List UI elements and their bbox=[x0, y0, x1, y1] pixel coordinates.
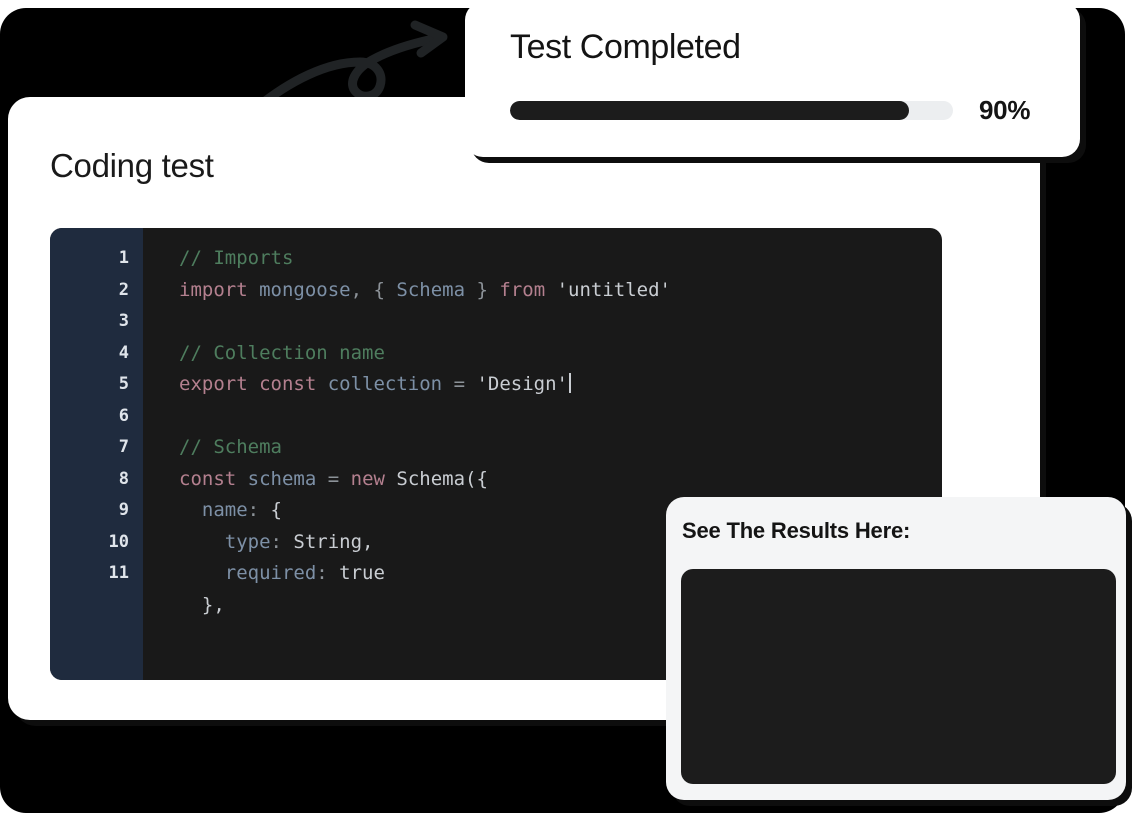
progress-fill bbox=[510, 100, 909, 120]
code-line[interactable]: name: { bbox=[179, 495, 942, 527]
code-line[interactable]: const schema = new Schema({ bbox=[179, 464, 942, 496]
code-token: export const bbox=[179, 373, 317, 395]
line-number: 9 bbox=[118, 500, 129, 520]
results-card: See The Results Here: bbox=[666, 497, 1126, 800]
line-number: 7 bbox=[118, 437, 129, 457]
code-token: { bbox=[373, 278, 397, 301]
code-token: required bbox=[224, 562, 317, 584]
code-token: type bbox=[224, 530, 271, 553]
code-token: { bbox=[270, 499, 282, 521]
line-number: 4 bbox=[118, 342, 129, 363]
code-token: const bbox=[179, 467, 237, 490]
code-token: mongoose bbox=[259, 278, 351, 301]
code-token: name bbox=[201, 499, 248, 521]
code-token: String, bbox=[293, 530, 374, 553]
code-line[interactable]: }, bbox=[179, 590, 942, 622]
code-token bbox=[488, 279, 499, 301]
code-line[interactable]: export const collection = 'Design' bbox=[179, 369, 942, 401]
code-token bbox=[385, 468, 396, 490]
progress-track bbox=[510, 100, 953, 120]
test-completed-title: Test Completed bbox=[510, 28, 741, 66]
code-token bbox=[179, 531, 225, 553]
text-cursor bbox=[568, 373, 571, 393]
code-token: import bbox=[179, 278, 248, 301]
line-number: 11 bbox=[108, 563, 129, 583]
code-token: true bbox=[339, 562, 385, 584]
code-token: Schema bbox=[396, 278, 466, 301]
code-content[interactable]: // Imports import mongoose, { Schema } fr… bbox=[143, 228, 942, 680]
code-token: // Imports bbox=[179, 247, 294, 269]
code-token: : bbox=[270, 530, 294, 553]
progress-row: 90% bbox=[510, 95, 1045, 125]
line-number: 2 bbox=[118, 279, 129, 300]
progress-percent-label: 90% bbox=[979, 94, 1031, 125]
code-token bbox=[179, 594, 202, 616]
code-token: // Schema bbox=[179, 436, 282, 458]
line-number: 6 bbox=[118, 405, 129, 426]
code-token: Schema({ bbox=[396, 467, 488, 490]
code-token: = bbox=[442, 373, 477, 395]
curly-arrow-icon bbox=[249, 18, 460, 115]
code-token: = bbox=[316, 467, 351, 490]
code-token: 'Design' bbox=[476, 373, 568, 395]
code-token bbox=[545, 279, 556, 301]
code-line[interactable] bbox=[179, 401, 942, 433]
code-token: collection bbox=[327, 373, 443, 395]
code-token: 'untitled' bbox=[556, 278, 671, 301]
code-token: from bbox=[499, 278, 546, 301]
code-token: } bbox=[465, 278, 488, 301]
code-line[interactable]: // Imports bbox=[179, 243, 942, 275]
code-line[interactable]: type: String, bbox=[179, 527, 942, 559]
code-token: new bbox=[350, 467, 385, 490]
code-token bbox=[236, 468, 247, 490]
results-screen[interactable] bbox=[681, 569, 1116, 784]
line-number: 8 bbox=[118, 468, 129, 489]
code-token bbox=[179, 562, 225, 584]
line-number: 5 bbox=[118, 374, 129, 394]
code-token: , bbox=[350, 278, 374, 301]
code-line[interactable]: // Collection name bbox=[179, 338, 942, 370]
code-line[interactable]: import mongoose, { Schema } from 'untitl… bbox=[179, 275, 942, 307]
code-token bbox=[248, 279, 259, 301]
page-title: Coding test bbox=[50, 147, 214, 184]
code-token bbox=[179, 499, 202, 521]
code-token bbox=[316, 373, 327, 395]
line-number: 1 bbox=[118, 248, 129, 268]
code-line[interactable]: // Schema bbox=[179, 432, 942, 464]
code-line[interactable] bbox=[179, 306, 942, 338]
code-token: : bbox=[316, 562, 340, 584]
code-line[interactable]: required: true bbox=[179, 558, 942, 590]
line-number-gutter: 1 2 3 4 5 6 7 8 9 10 11 bbox=[50, 228, 143, 680]
line-number: 10 bbox=[108, 531, 129, 552]
code-token: // Collection name bbox=[179, 341, 385, 364]
code-token: : bbox=[247, 499, 271, 521]
test-completed-card: Test Completed 90% bbox=[465, 2, 1080, 157]
code-token: schema bbox=[247, 467, 317, 490]
code-token: }, bbox=[201, 593, 225, 616]
results-title: See The Results Here: bbox=[682, 518, 911, 543]
line-number: 3 bbox=[118, 311, 129, 331]
